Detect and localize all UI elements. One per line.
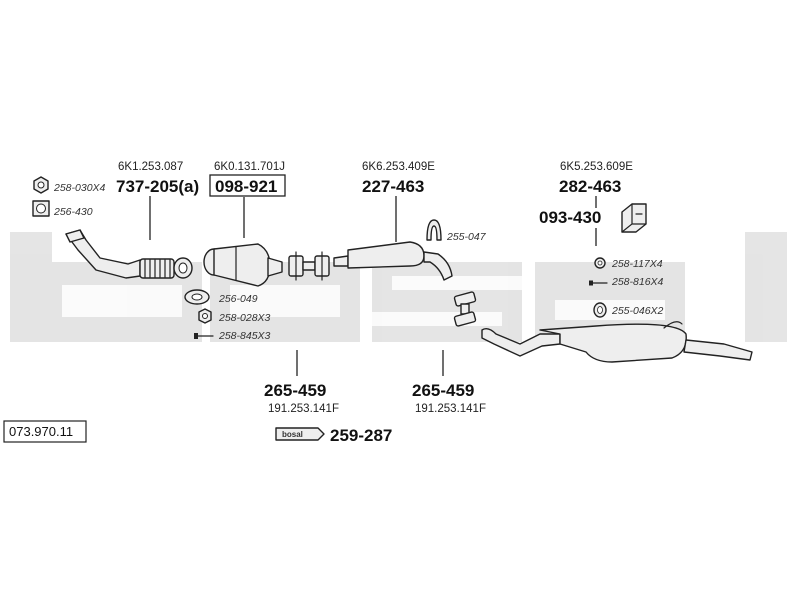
- accessory-code-nut-cat: 258-028X3: [218, 312, 271, 324]
- bolt-icon: [194, 333, 214, 339]
- part-oem-clamp-right: 191.253.141F: [415, 403, 486, 415]
- part-number-assembly-paste: 259-287: [330, 426, 392, 445]
- watermark-letter-b-stem: [10, 232, 52, 342]
- accessory-code-bolt-rear: 258-816X4: [611, 276, 664, 288]
- middle-silencer: [333, 241, 453, 281]
- accessory-code-hanger-middle: 255-047: [446, 231, 487, 243]
- washer-icon: [594, 257, 606, 269]
- part-number-clamp-right: 265-459: [412, 381, 474, 400]
- part-oem-middle-silencer: 6K6.253.409E: [362, 161, 435, 173]
- part-number-rubber-mount: 093-430: [539, 208, 601, 227]
- part-oem-clamp-left: 191.253.141F: [268, 403, 339, 415]
- part-number-middle-silencer: 227-463: [362, 177, 424, 196]
- catalytic-converter: [203, 243, 283, 287]
- part-number-front-pipe: 737-205(a): [116, 177, 199, 196]
- reference-box: [3, 420, 87, 443]
- accessory-code-nut-front: 258-030X4: [53, 182, 106, 194]
- part-number-catalytic-converter: 098-921: [215, 177, 277, 196]
- accessory-code-gasket-ring: 256-049: [218, 293, 258, 305]
- connecting-clamp-left: [288, 251, 330, 281]
- accessory-code-gasket-square: 256-430: [53, 206, 93, 218]
- accessory-code-washer-rear: 258-117X4: [611, 258, 663, 270]
- nut-icon: [198, 308, 212, 324]
- hanger-ring-icon: [593, 302, 607, 318]
- rubber-mount: [621, 203, 647, 233]
- hanger-ring-icon: [426, 219, 442, 241]
- part-oem-front-pipe: 6K1.253.087: [118, 161, 183, 173]
- assembly-paste-label: bosal: [282, 430, 303, 439]
- bolt-icon: [589, 280, 608, 286]
- accessory-code-bolt-cat: 258-845X3: [218, 330, 271, 342]
- rear-silencer: [481, 321, 753, 363]
- watermark-letter-l: [745, 232, 787, 342]
- part-oem-catalytic-converter: 6K0.131.701J: [214, 161, 285, 173]
- nut-icon: [33, 176, 49, 194]
- part-number-clamp-left: 265-459: [264, 381, 326, 400]
- part-oem-rear-silencer: 6K5.253.609E: [560, 161, 633, 173]
- connecting-clamp-right: [453, 291, 477, 327]
- gasket-ring-icon: [184, 289, 210, 305]
- gasket-square-icon: [32, 200, 50, 217]
- reference-number: 073.970.11: [9, 424, 73, 439]
- part-number-box: [209, 174, 286, 197]
- assembly-paste-icon: bosal: [275, 427, 325, 441]
- front-pipe: [65, 229, 193, 279]
- accessory-code-hanger-rear: 255-046X2: [611, 305, 664, 317]
- part-number-rear-silencer: 282-463: [559, 177, 621, 196]
